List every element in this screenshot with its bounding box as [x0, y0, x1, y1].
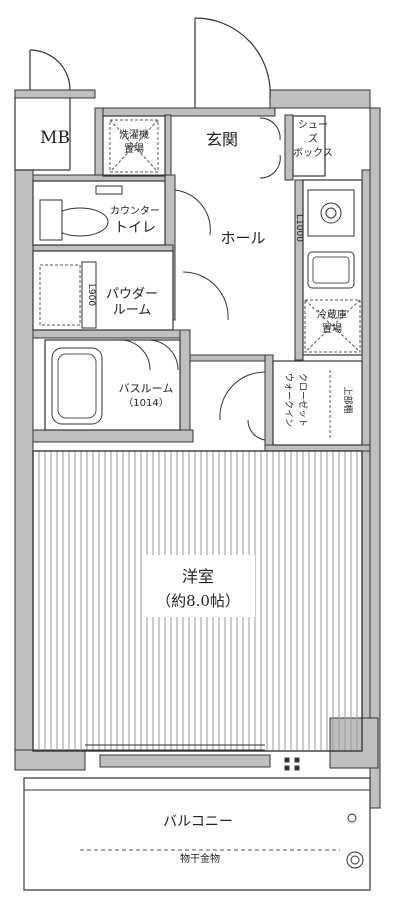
svg-text:冷蔵庫: 冷蔵庫 — [317, 308, 347, 321]
balcony — [23, 777, 371, 891]
svg-text:クローゼット: クローゼット — [297, 373, 309, 427]
svg-text:ボックス: ボックス — [293, 147, 333, 159]
kitchen-column — [302, 179, 363, 356]
western-label: 洋室 — [182, 567, 214, 586]
washer-area — [102, 115, 166, 177]
walk-in-closet — [272, 360, 363, 446]
entrance-label: 玄関 — [206, 130, 238, 149]
powder-label: パウダー ルーム — [106, 287, 158, 318]
powder-door — [182, 271, 229, 321]
bath-door — [117, 339, 179, 371]
svg-text:置場: 置場 — [124, 142, 144, 155]
cabinet-label: L1000 — [294, 214, 304, 242]
svg-text:ウォークイン: ウォークイン — [283, 373, 294, 427]
toilet-label: トイレ — [114, 220, 156, 236]
balcony-label: バルコニー — [163, 814, 233, 830]
entrance-doors — [29, 17, 271, 108]
shoe-box — [292, 115, 326, 177]
toilet-door — [174, 189, 211, 236]
svg-text:洗濯機: 洗濯機 — [119, 128, 149, 141]
western-size-label: （約8.0帖） — [156, 592, 240, 610]
svg-text:ズ: ズ — [308, 132, 318, 145]
toilet-room — [32, 180, 166, 246]
svg-text:ルーム: ルーム — [113, 303, 152, 318]
bath-size-label: （1014） — [123, 397, 168, 409]
closet-label: ウォークイン クローゼット 上部棚 — [283, 373, 354, 427]
shoe-box-label: シュー ズ ボックス — [293, 120, 333, 159]
hall-label: ホール — [220, 229, 265, 247]
svg-text:パウダー: パウダー — [106, 287, 158, 302]
entrance-inner-door — [259, 117, 281, 179]
mb-label: MB — [40, 128, 70, 148]
closet-door — [219, 371, 266, 441]
washbasin-label: L900 — [86, 284, 96, 306]
powder-room — [32, 250, 174, 331]
counter-label: カウンター — [110, 205, 160, 217]
svg-text:シュー: シュー — [298, 120, 328, 131]
mb-area — [14, 98, 71, 171]
window-marks — [85, 744, 300, 771]
washer-label: 洗濯機 置場 — [119, 128, 149, 155]
svg-text:上部棚: 上部棚 — [342, 386, 354, 413]
bathroom — [44, 339, 181, 431]
drying-hardware-label: 物干金物 — [180, 852, 220, 865]
fridge-label: 冷蔵庫 置場 — [317, 308, 347, 335]
bath-label: バスルーム — [119, 382, 174, 395]
western-room — [32, 450, 363, 752]
svg-text:置場: 置場 — [322, 322, 342, 335]
